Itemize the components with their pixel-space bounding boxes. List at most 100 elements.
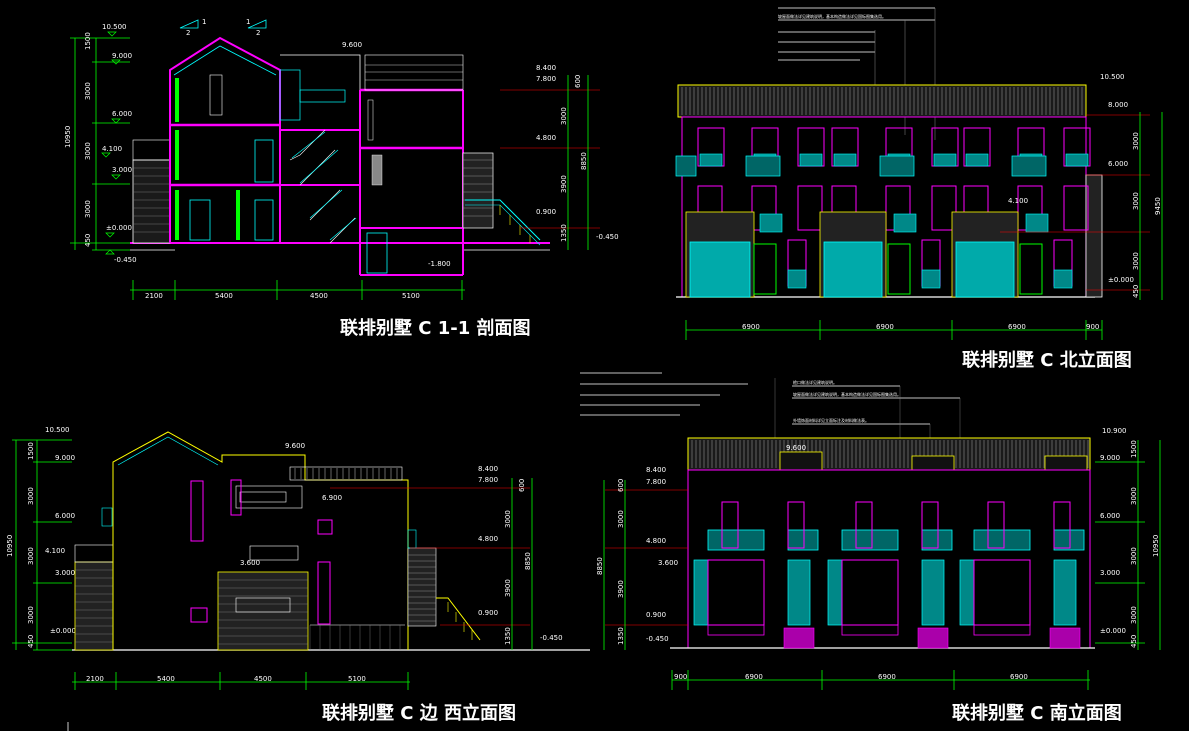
section-level-1: 10.500 xyxy=(102,23,127,31)
north-title: 联排别墅 C 北立面图 xyxy=(962,349,1132,371)
south-rlevel-4: 3.000 xyxy=(1100,569,1120,577)
south-rlevel-1: 10.900 xyxy=(1102,427,1127,435)
south-rdim-3: 3000 xyxy=(1130,547,1138,565)
north-level-1: 10.500 xyxy=(1100,73,1125,81)
section-dim-4: 3000 xyxy=(84,200,92,218)
west-bdim-4: 5100 xyxy=(348,675,366,683)
south-bdim-2: 6900 xyxy=(745,673,763,681)
south-llevel-6: -0.450 xyxy=(646,635,669,643)
section-rdim-2: 3000 xyxy=(560,107,568,125)
west-rdim-2: 3000 xyxy=(504,510,512,528)
south-rdim-2: 3000 xyxy=(1130,487,1138,505)
west-bdim-1: 2100 xyxy=(86,675,104,683)
west-level-3: 6.000 xyxy=(55,512,75,520)
west-dim-4: 3000 xyxy=(27,606,35,624)
south-llevel-5: 0.900 xyxy=(646,611,666,619)
svg-text:2: 2 xyxy=(186,29,190,37)
section-dim-5: 450 xyxy=(84,234,92,247)
west-rlevel-2: 7.800 xyxy=(478,476,498,484)
west-bdim-2: 5400 xyxy=(157,675,175,683)
section-level-7: -0.450 xyxy=(114,256,137,264)
section-rlevel-5: -0.450 xyxy=(596,233,619,241)
north-dim-1: 3000 xyxy=(1132,132,1140,150)
west-level-5: 3.000 xyxy=(55,569,75,577)
south-rlevel-2: 9.000 xyxy=(1100,454,1120,462)
section-bdim-1: 2100 xyxy=(145,292,163,300)
south-note-1: 檐口做法详见建筑说明。 xyxy=(793,379,837,385)
west-rdim-4: 1350 xyxy=(504,627,512,645)
west-total-right: 8850 xyxy=(524,552,532,570)
section-rlevel-1: 8.400 xyxy=(536,64,556,72)
section-marker-left: 1 2 xyxy=(179,18,206,37)
west-rdim-3: 3900 xyxy=(504,579,512,597)
north-bdim-4: 900 xyxy=(1086,323,1099,331)
section-dim-1: 1500 xyxy=(84,32,92,50)
south-rlevel-3: 6.000 xyxy=(1100,512,1120,520)
south-bdim-4: 6900 xyxy=(1010,673,1028,681)
south-total-left: 8850 xyxy=(596,557,604,575)
south-bdim-1: 900 xyxy=(674,673,687,681)
section-rlevel-3: 4.800 xyxy=(536,134,556,142)
section-level-3: 6.000 xyxy=(112,110,132,118)
section-level-6: ±0.000 xyxy=(106,224,132,232)
north-note: 坡屋面做法详见建筑说明，基本构造做法详见国标图集选用。 xyxy=(778,13,886,19)
north-bdim-1: 6900 xyxy=(742,323,760,331)
svg-text:2: 2 xyxy=(256,29,260,37)
west-level-6: ±0.000 xyxy=(50,627,76,635)
west-elevation: 1500 3000 3000 3000 450 10950 10.500 9.0… xyxy=(6,426,590,724)
south-ldim-1: 600 xyxy=(617,479,625,492)
section-drawing: 1500 3000 3000 3000 450 10950 10.500 9.0… xyxy=(64,18,619,339)
section-rdim-1: 600 xyxy=(574,75,582,88)
section-dim-3: 3000 xyxy=(84,142,92,160)
west-dim-5: 450 xyxy=(27,635,35,648)
section-basement-level: -1.800 xyxy=(428,260,451,268)
west-total-left: 10950 xyxy=(6,535,14,557)
south-mid-level: 9.600 xyxy=(786,444,806,452)
north-bdim-3: 6900 xyxy=(1008,323,1026,331)
south-llevel-3: 4.800 xyxy=(646,537,666,545)
south-note-3: 外墙饰面材料详见立面标注及材料做法表。 xyxy=(793,417,869,423)
section-dim-2: 3000 xyxy=(84,82,92,100)
svg-text:1: 1 xyxy=(246,18,250,26)
svg-text:1: 1 xyxy=(202,18,206,26)
west-mid-level-1: 6.900 xyxy=(322,494,342,502)
section-title: 联排别墅 C 1-1 剖面图 xyxy=(340,317,531,339)
north-level-2: 8.000 xyxy=(1108,101,1128,109)
south-rlevel-5: ±0.000 xyxy=(1100,627,1126,635)
section-level-2: 9.000 xyxy=(112,52,132,60)
south-rdim-5: 450 xyxy=(1130,635,1138,648)
south-rdim-1: 1500 xyxy=(1130,440,1138,458)
west-dim-2: 3000 xyxy=(27,487,35,505)
south-total-right: 10950 xyxy=(1152,535,1160,557)
section-total-right: 8850 xyxy=(580,152,588,170)
north-dim-2: 3000 xyxy=(1132,192,1140,210)
section-rlevel-2: 7.800 xyxy=(536,75,556,83)
north-level-5: ±0.000 xyxy=(1108,276,1134,284)
west-rdim-1: 600 xyxy=(518,479,526,492)
section-bdim-4: 5100 xyxy=(402,292,420,300)
section-bdim-2: 5400 xyxy=(215,292,233,300)
north-elevation: 坡屋面做法详见建筑说明，基本构造做法详见国标图集选用。 10.500 8.000 xyxy=(675,7,1163,371)
section-bdim-3: 4500 xyxy=(310,292,328,300)
west-level-2: 9.000 xyxy=(55,454,75,462)
west-level-4: 4.100 xyxy=(45,547,65,555)
south-llevel-1: 8.400 xyxy=(646,466,666,474)
south-bdim-3: 6900 xyxy=(878,673,896,681)
south-ldim-4: 1350 xyxy=(617,627,625,645)
west-rlevel-4: 0.900 xyxy=(478,609,498,617)
south-note-2: 坡屋面做法详见建筑说明，基本构造做法详见国标图集选用。 xyxy=(793,391,901,397)
south-title: 联排别墅 C 南立面图 xyxy=(952,702,1122,724)
south-rdim-4: 3000 xyxy=(1130,606,1138,624)
section-rdim-3: 3900 xyxy=(560,175,568,193)
section-marker-right: 1 2 xyxy=(246,18,267,37)
north-bdim-2: 6900 xyxy=(876,323,894,331)
west-title: 联排别墅 C 边 西立面图 xyxy=(322,702,516,724)
south-llevel-4: 3.600 xyxy=(658,559,678,567)
south-elevation: 檐口做法详见建筑说明。 坡屋面做法详见建筑说明，基本构造做法详见国标图集选用。 … xyxy=(580,372,1161,724)
north-dim-3: 3000 xyxy=(1132,252,1140,270)
west-rlevel-1: 8.400 xyxy=(478,465,498,473)
west-mid-level-2: 3.600 xyxy=(240,559,260,567)
west-roof-level: 9.600 xyxy=(285,442,305,450)
north-level-3: 6.000 xyxy=(1108,160,1128,168)
